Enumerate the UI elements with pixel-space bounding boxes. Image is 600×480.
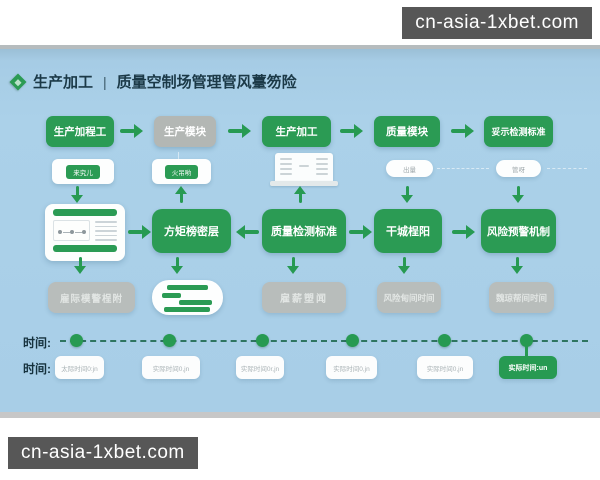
timeline-dot bbox=[256, 334, 269, 347]
row2-pill-right-2: 管呀 bbox=[496, 160, 541, 177]
mock-text-lines bbox=[95, 220, 117, 241]
row4-label-2: 雇薪塑闻 bbox=[262, 282, 346, 313]
flow-node-row1-1: 生产加程工 bbox=[46, 116, 114, 147]
timeline-dot bbox=[346, 334, 359, 347]
timeline-dot bbox=[163, 334, 176, 347]
arrow-down-icon bbox=[74, 257, 87, 274]
diagram-header: 生产加工 | 质量空制场管理管风薹笏险 bbox=[9, 71, 297, 92]
arrow-right-icon bbox=[120, 124, 143, 138]
ui-mockup-thumbnail bbox=[45, 204, 125, 261]
row2-card-1: 来究儿 bbox=[52, 159, 114, 184]
arrow-down-icon bbox=[171, 257, 184, 274]
arrow-down-icon bbox=[398, 257, 411, 274]
timeline-pill-5: 实际时间0,jn bbox=[417, 356, 473, 379]
flow-node-row1-4: 质量模块 bbox=[374, 116, 440, 147]
diagram-canvas: 生产加工 | 质量空制场管理管风薹笏险 生产加程工 生产模块 生产加工 质量模块… bbox=[0, 45, 600, 418]
flow-node-row1-3: 生产加工 bbox=[262, 116, 331, 147]
flow-node-row3-1: 方矩榜密层 bbox=[152, 209, 231, 253]
watermark-bottom: cn-asia-1xbet.com bbox=[8, 437, 198, 469]
row4-label-3: 风险甸间时间 bbox=[377, 282, 441, 313]
arrow-up-icon bbox=[175, 186, 188, 203]
arrow-right-icon bbox=[340, 124, 363, 138]
timeline-pill-3: 实际时间0r,jn bbox=[236, 356, 284, 379]
watermark-top: cn-asia-1xbet.com bbox=[402, 7, 592, 39]
timeline-dot bbox=[70, 334, 83, 347]
timeline-pill-4: 实际时间0,jn bbox=[326, 356, 377, 379]
flow-node-row1-5: 妥示检测标准 bbox=[484, 116, 553, 147]
timeline-pill-1: 太际时间0:jn bbox=[55, 356, 104, 379]
mock-footer-bar bbox=[53, 245, 117, 252]
arrow-right-icon bbox=[451, 124, 474, 138]
arrow-up-icon bbox=[294, 186, 307, 203]
page-subtitle: 质量空制场管理管风薹笏险 bbox=[116, 74, 297, 91]
arrow-right-icon bbox=[349, 225, 372, 239]
connector-line bbox=[547, 168, 587, 169]
arrow-right-icon bbox=[228, 124, 251, 138]
arrow-right-icon bbox=[452, 225, 475, 239]
laptop-icon bbox=[270, 153, 338, 186]
row2-card2-tag: 火吊哟 bbox=[164, 164, 199, 179]
timeline-dot bbox=[438, 334, 451, 347]
arrow-down-icon bbox=[71, 186, 84, 203]
flow-node-row3-2: 质量检测标准 bbox=[262, 209, 346, 253]
mock-header-bar bbox=[53, 209, 117, 216]
timeline-pill-2: 实际时间0,jn bbox=[142, 356, 200, 379]
arrow-right-icon bbox=[128, 225, 151, 239]
timeline-pill-6-highlight: 实际时间:un bbox=[499, 356, 557, 379]
title-divider: | bbox=[103, 73, 107, 90]
arrow-down-icon bbox=[401, 186, 414, 203]
connector-line bbox=[178, 152, 179, 160]
timeline-dashed-line bbox=[60, 340, 588, 342]
page-title: 生产加工 bbox=[33, 74, 94, 91]
arrow-down-icon bbox=[512, 186, 525, 203]
arrow-down-icon bbox=[511, 257, 524, 274]
row4-label-4: 魏琼帮间时间 bbox=[489, 282, 554, 313]
arrow-down-icon bbox=[287, 257, 300, 274]
timeline-axis-label: 时间: bbox=[23, 336, 51, 350]
row2-card-2: 火吊哟 bbox=[152, 159, 211, 184]
flow-node-row3-3: 干城桯阳 bbox=[374, 209, 442, 253]
flow-node-row1-2: 生产模块 bbox=[154, 116, 216, 147]
flow-node-row3-4: 风险预警机制 bbox=[481, 209, 556, 253]
timeline-values-label: 时间: bbox=[23, 362, 51, 376]
timeline-connector-line bbox=[525, 346, 528, 359]
row2-card1-tag: 来究儿 bbox=[66, 164, 100, 179]
list-bars-icon bbox=[152, 280, 223, 315]
mock-flow-icon bbox=[53, 220, 90, 241]
row2-pill-right-1: 出量 bbox=[386, 160, 433, 177]
row4-label-1: 雇际模警桯附 bbox=[48, 282, 135, 313]
arrow-left-icon bbox=[236, 225, 259, 239]
connector-line bbox=[437, 168, 489, 169]
diamond-icon bbox=[9, 73, 27, 90]
timeline-dot bbox=[520, 334, 533, 347]
